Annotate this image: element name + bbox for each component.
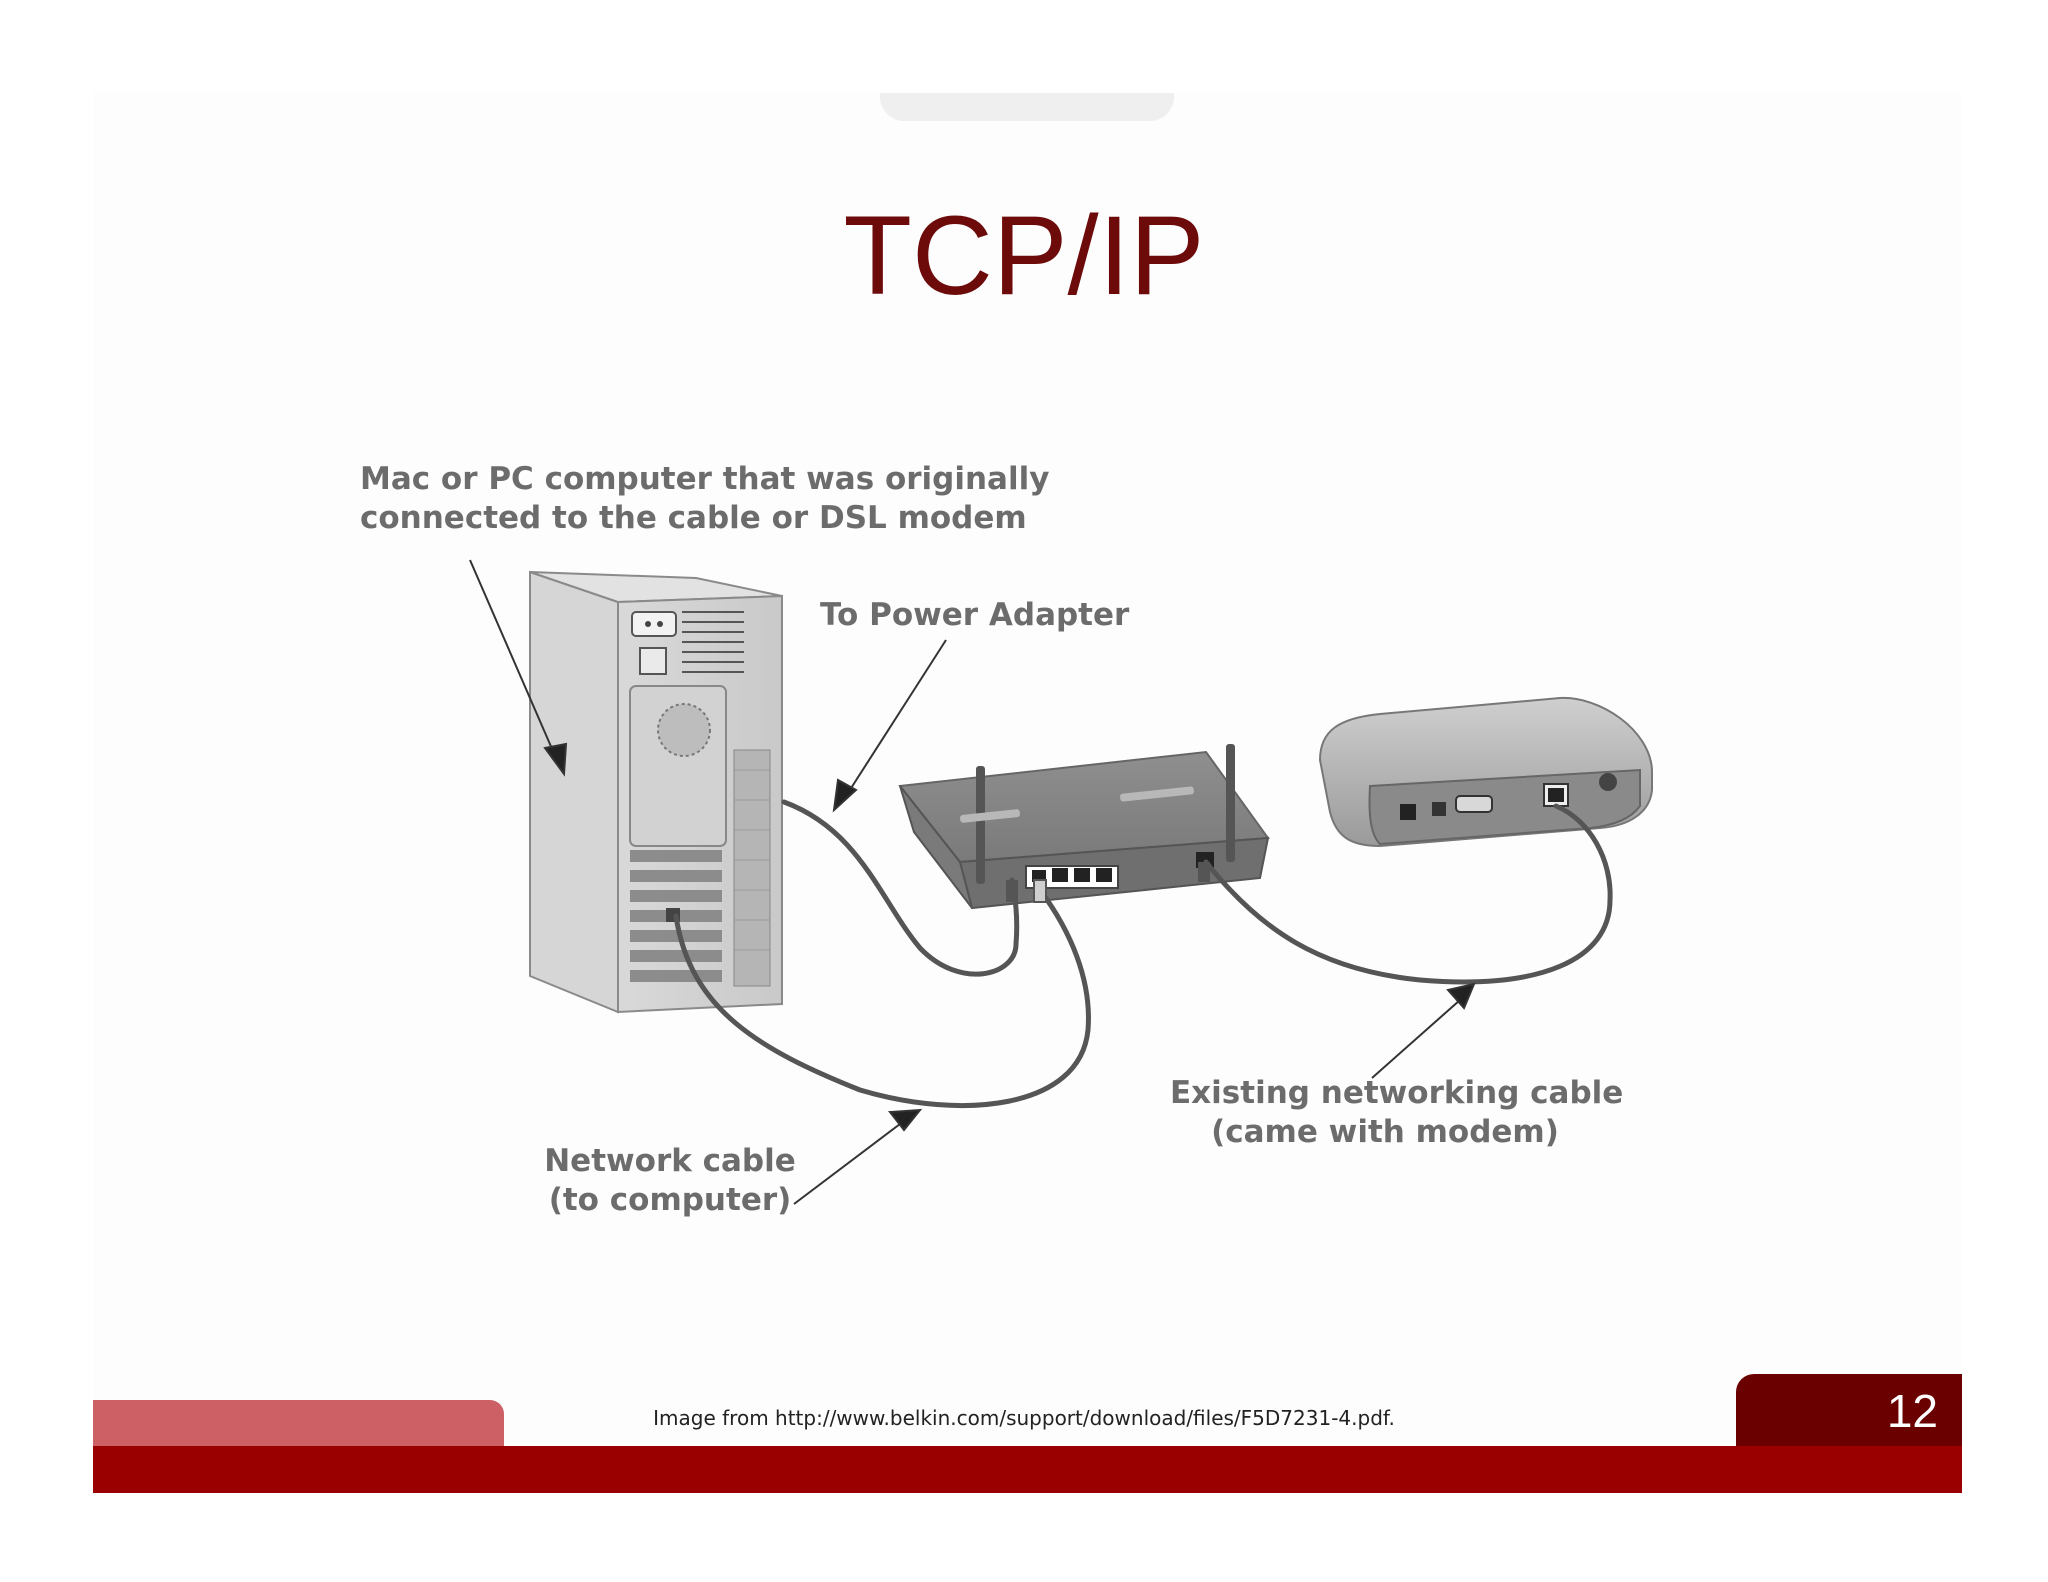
power-socket <box>631 611 677 637</box>
label-existing-line2: (came with modem) <box>1211 1114 1559 1150</box>
modem-back-panel <box>1368 768 1641 846</box>
annotation-arrows <box>469 559 1476 1205</box>
top-tab <box>880 93 1174 121</box>
label-network-cable: Network cable (to computer) <box>540 1142 800 1220</box>
router-antenna-left <box>976 766 985 884</box>
slide-title: TCP/IP <box>843 193 1205 318</box>
tower-side <box>529 570 619 1014</box>
fan-grille <box>657 703 711 757</box>
computer-tower <box>529 570 783 1014</box>
arrow-head-network <box>888 1108 923 1132</box>
label-network-line1: Network cable <box>544 1143 796 1179</box>
label-network-line2: (to computer) <box>548 1182 792 1218</box>
router-side <box>899 785 973 909</box>
footer-left-tab <box>93 1400 504 1446</box>
router-antenna-right <box>1226 744 1235 862</box>
label-power-adapter: To Power Adapter <box>820 597 1130 633</box>
page-number: 12 <box>1886 1385 1938 1437</box>
arrow-head-computer <box>543 742 568 777</box>
label-existing-cable: Existing networking cable (came with mod… <box>1170 1074 1624 1152</box>
network-cable <box>673 887 1091 1109</box>
power-cable <box>781 799 1020 977</box>
label-computer-line2: connected to the cable or DSL modem <box>360 500 1027 536</box>
label-computer-line1: Mac or PC computer that was originally <box>360 461 1050 497</box>
footer-right-tab <box>1736 1374 1962 1446</box>
expansion-slots <box>630 850 722 982</box>
modem <box>1318 696 1653 848</box>
cables <box>673 799 1613 1109</box>
image-source-note: Image from http://www.belkin.com/support… <box>653 1406 1395 1430</box>
router-lan-ports <box>1025 865 1119 889</box>
power-switch <box>639 647 667 675</box>
vent-strip <box>733 749 771 987</box>
label-computer: Mac or PC computer that was originally c… <box>360 460 1050 538</box>
router <box>898 744 1270 910</box>
psu-vents <box>682 611 744 673</box>
arrow-head-power <box>832 778 858 813</box>
existing-cable <box>1203 803 1613 985</box>
footer-bar <box>93 1446 1962 1493</box>
label-existing-line1: Existing networking cable <box>1170 1075 1624 1111</box>
arrow-head-existing <box>1446 982 1476 1010</box>
